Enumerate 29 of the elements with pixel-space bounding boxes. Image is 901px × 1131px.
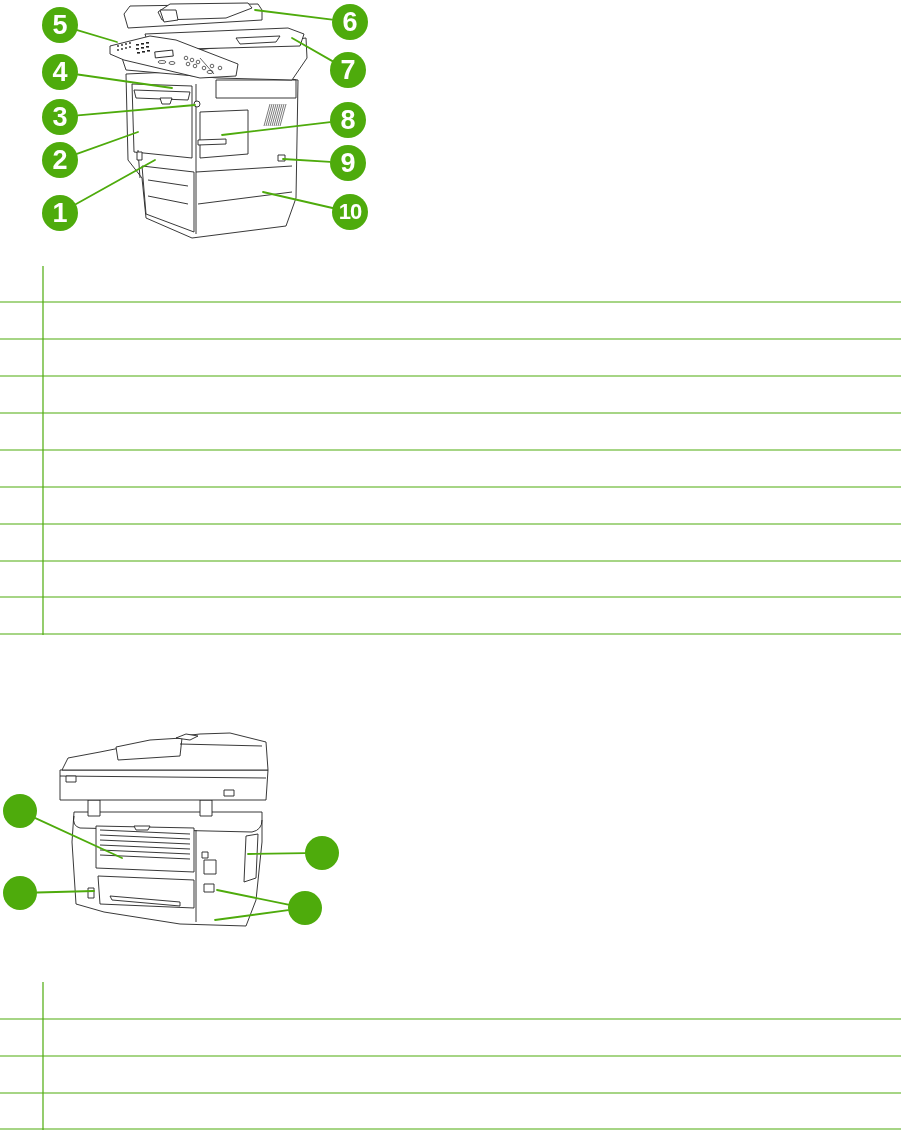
leader-line	[216, 889, 290, 906]
leader-line	[247, 852, 306, 855]
leader-line	[76, 29, 118, 43]
callout-circle-icon	[305, 836, 339, 870]
leader-line	[254, 9, 333, 21]
callout-number: 3	[42, 99, 78, 135]
leader-line	[282, 158, 331, 163]
leader-line	[214, 909, 289, 921]
callout-number: 5	[42, 7, 78, 43]
leader-line	[221, 121, 331, 136]
leader-line	[291, 37, 334, 62]
leader-line	[36, 890, 95, 894]
callout-circle-icon	[3, 794, 37, 828]
leader-line	[34, 817, 123, 859]
callout-number: 1	[42, 195, 78, 231]
leader-line	[74, 159, 156, 206]
callout-number: 2	[42, 142, 78, 178]
callout-number: 9	[330, 145, 366, 181]
callout-circle-icon	[288, 891, 322, 925]
leader-line	[76, 73, 173, 89]
leader-line	[262, 191, 334, 209]
callout-number: 7	[330, 52, 366, 88]
callout-number: 8	[330, 102, 366, 138]
callout-circle-icon	[3, 876, 37, 910]
callout-number: 6	[332, 4, 368, 40]
callout-number: 4	[42, 54, 78, 90]
leader-line	[77, 104, 196, 117]
callout-number: 10	[332, 194, 368, 230]
leader-line	[76, 131, 139, 155]
